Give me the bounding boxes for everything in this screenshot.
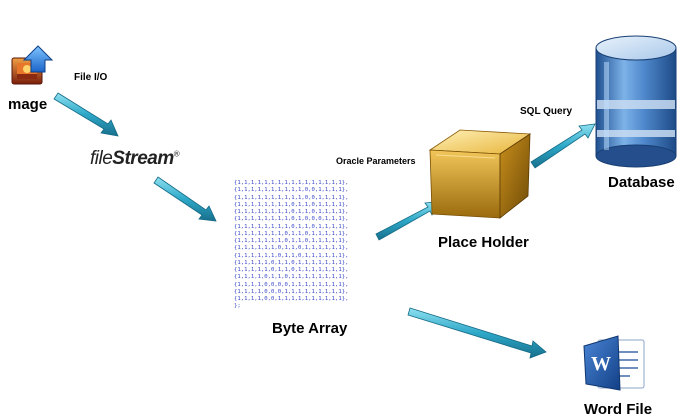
gold-cube-icon bbox=[428, 129, 532, 219]
arrow-bytes-to-wordfile bbox=[407, 307, 547, 359]
byte-array-row: {1,1,1,1,1,0,1,1,0,1,1,1,1,1,1,1}, bbox=[234, 259, 349, 266]
sql-query-label: SQL Query bbox=[520, 106, 573, 117]
byte-array-row: {1,1,1,1,1,1,1,1,1,1,0,0,1,1,1,1}, bbox=[234, 187, 349, 194]
file-io-label: File I/O bbox=[74, 72, 108, 83]
place-holder-label: Place Holder bbox=[438, 234, 529, 251]
arrow-bytes-to-placeholder bbox=[375, 200, 442, 241]
database-icon bbox=[595, 35, 677, 168]
byte-array-row: {1,1,1,1,0,0,0,0,1,1,1,1,1,1,1,1}, bbox=[234, 281, 349, 288]
arrow-filestream-to-bytes bbox=[153, 176, 217, 222]
byte-array-row: {1,1,1,1,1,1,1,0,1,1,0,1,1,1,1,1}, bbox=[234, 238, 349, 244]
byte-array-row: {1,1,1,1,1,1,1,1,0,1,1,0,1,1,1,1}, bbox=[234, 209, 349, 215]
byte-array-row: {1,1,1,1,0,0,1,1,1,1,1,1,1,1,1,1}, bbox=[234, 296, 349, 302]
byte-array-row: {1,1,1,1,1,1,1,1,0,1,1,0,1,1,1,1}, bbox=[234, 201, 349, 208]
filestream-stream-text: Stream bbox=[112, 148, 174, 169]
byte-array-row: {1,1,1,1,1,1,1,1,1,1,0,0,1,1,1,1}, bbox=[234, 194, 349, 201]
arrow-image-to-filestream bbox=[53, 92, 119, 137]
database-label: Database bbox=[608, 174, 675, 191]
byte-array-row: {1,1,1,1,1,1,1,1,0,1,0,0,0,1,1,1}, bbox=[234, 216, 349, 223]
image-label: mage bbox=[8, 96, 48, 113]
byte-array-row: {1,1,1,1,0,1,1,0,1,1,1,1,1,1,1,1}, bbox=[234, 274, 349, 281]
word-document-icon: W bbox=[583, 335, 645, 391]
svg-text:W: W bbox=[591, 353, 611, 375]
byte-array-values: {1,1,1,1,1,1,1,1,1,1,1,1,1,1,1,1},{1,1,1… bbox=[234, 180, 384, 316]
byte-array-row: {1,1,1,1,1,1,1,0,1,1,0,1,1,1,1,1}, bbox=[234, 230, 349, 237]
byte-array-label: Byte Array bbox=[272, 320, 348, 337]
arrow-placeholder-to-database bbox=[530, 123, 596, 169]
byte-array-row: {1,1,1,1,1,1,1,1,1,1,1,1,1,1,1,1}, bbox=[234, 180, 349, 186]
filestream-file-text: file bbox=[90, 148, 113, 169]
filestream-logo: fileStream® bbox=[90, 148, 180, 170]
byte-array-row: {1,1,1,1,1,1,0,1,1,0,1,1,1,1,1,1}, bbox=[234, 252, 349, 259]
byte-array-row: }; bbox=[234, 303, 241, 310]
upload-arrow-icon bbox=[22, 45, 54, 73]
word-file-label: Word File bbox=[584, 401, 653, 418]
byte-array-row: {1,1,1,1,1,1,0,1,1,0,1,1,1,1,1,1}, bbox=[234, 245, 349, 252]
byte-array-row: {1,1,1,1,0,0,0,1,1,1,1,1,1,1,1,1}, bbox=[234, 288, 349, 295]
byte-array-row: {1,1,1,1,1,1,1,1,0,1,1,0,1,1,1,1}, bbox=[234, 223, 349, 230]
filestream-registered-mark: ® bbox=[173, 149, 180, 159]
oracle-parameters-label: Oracle Parameters bbox=[336, 156, 416, 166]
byte-array-row: {1,1,1,1,1,0,1,1,0,1,1,1,1,1,1,1}, bbox=[234, 267, 349, 273]
